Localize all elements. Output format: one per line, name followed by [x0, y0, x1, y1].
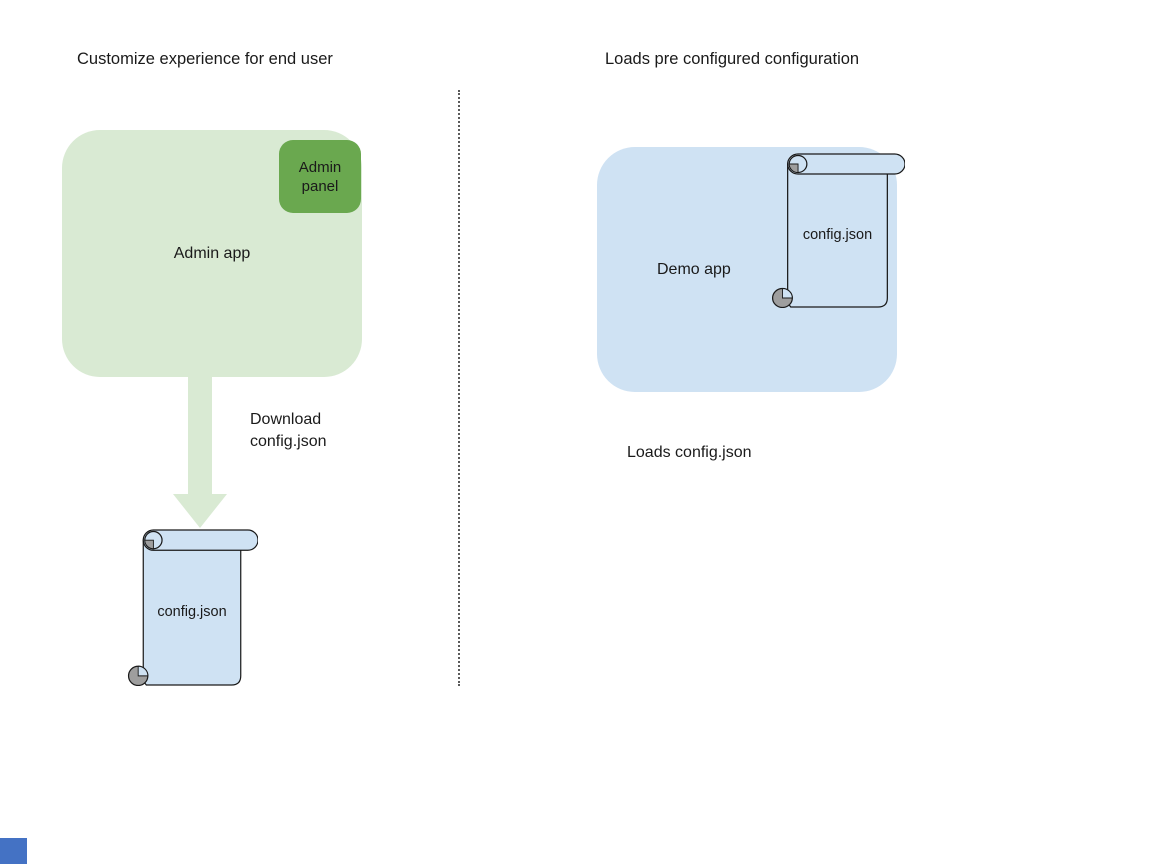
admin-panel-label: Admin panel: [298, 158, 342, 195]
download-arrow-icon: [173, 376, 227, 528]
config-json-label-left: config.json: [157, 603, 227, 620]
config-json-scroll-left: config.json: [126, 528, 258, 686]
scroll-shape-icon: [771, 153, 905, 308]
demo-app-label: Demo app: [657, 261, 731, 278]
left-section-title: Customize experience for end user: [77, 50, 333, 68]
corner-blue-square: [0, 838, 27, 864]
admin-panel-shape: Admin panel: [279, 140, 361, 213]
admin-app-label: Admin app: [173, 244, 251, 262]
config-json-label-right: config.json: [802, 226, 873, 243]
config-json-scroll-right: config.json: [770, 152, 905, 308]
right-section-title: Loads pre configured configuration: [605, 50, 860, 68]
section-divider-line: [458, 90, 460, 686]
download-caption: Download config.json: [250, 411, 327, 450]
loads-config-caption: Loads config.json: [627, 444, 752, 461]
scroll-shape-icon: [127, 529, 258, 686]
